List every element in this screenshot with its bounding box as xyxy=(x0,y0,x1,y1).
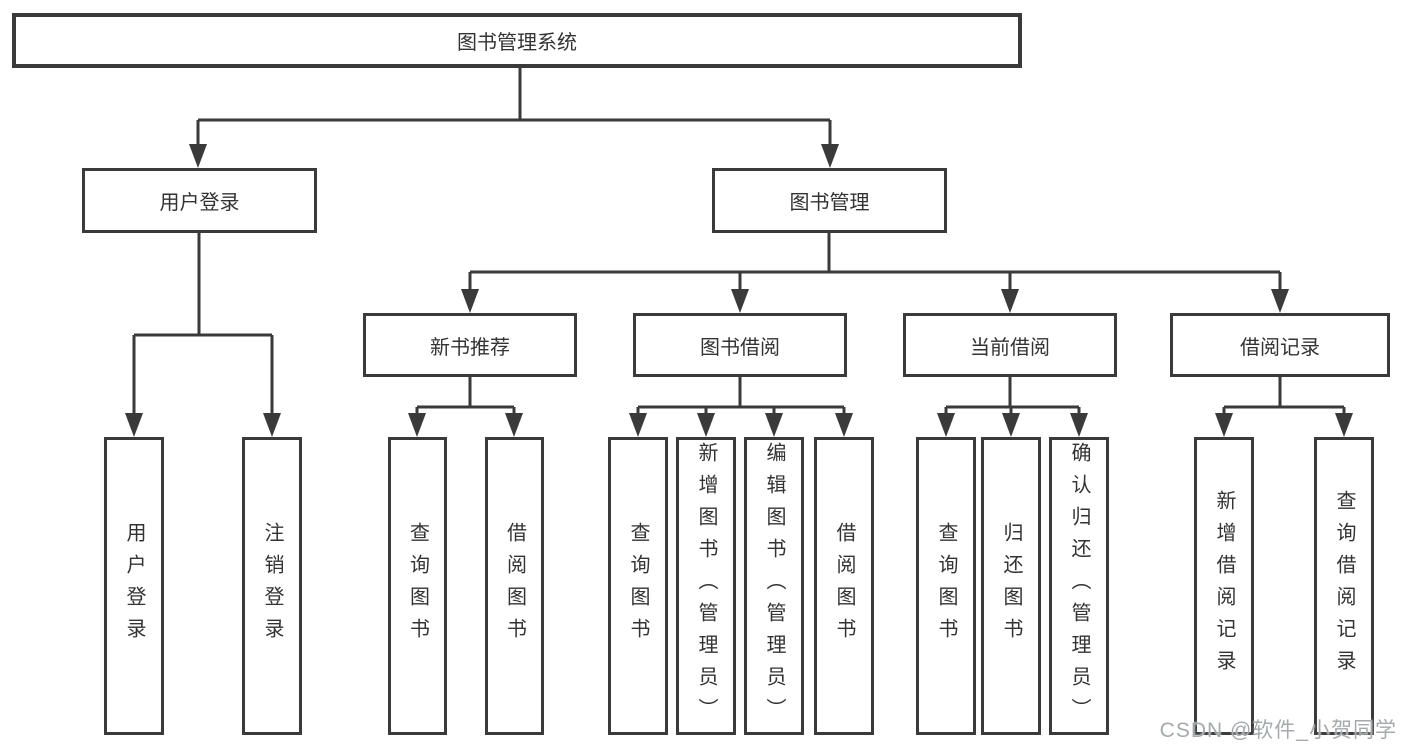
arrowhead xyxy=(1271,289,1289,313)
arrowhead xyxy=(461,289,479,313)
leaf-bb-borrow-books: 借阅图书 xyxy=(814,437,874,735)
node-new-book-recommendation-label: 新书推荐 xyxy=(430,336,510,359)
arrowhead xyxy=(1335,413,1353,437)
leaf-cb-confirm-return-admin-label: 确认归还（管理员） xyxy=(1068,442,1090,730)
arrowhead xyxy=(697,413,715,437)
leaf-bb-add-books-admin-label: 新增图书（管理员） xyxy=(695,442,717,730)
node-borrowing-records: 借阅记录 xyxy=(1170,313,1390,377)
arrowhead xyxy=(821,144,839,168)
arrowhead xyxy=(1001,289,1019,313)
leaf-bb-edit-books-admin-label: 编辑图书（管理员） xyxy=(763,442,785,730)
node-library-system-label: 图书管理系统 xyxy=(457,32,577,54)
connector-line xyxy=(1222,377,1346,416)
leaf-nb-query-books: 查询图书 xyxy=(388,437,447,735)
leaf-bb-edit-books-admin: 编辑图书（管理员） xyxy=(744,437,804,735)
node-new-book-recommendation: 新书推荐 xyxy=(363,313,577,377)
node-user-login: 用户登录 xyxy=(82,168,317,233)
leaf-cb-return-books-label: 归还图书 xyxy=(1000,522,1022,650)
leaf-logout: 注销登录 xyxy=(242,437,302,735)
leaf-br-query-record: 查询借阅记录 xyxy=(1314,437,1374,735)
leaf-logout-label: 注销登录 xyxy=(261,522,283,650)
leaf-cb-query-books: 查询图书 xyxy=(916,437,976,735)
leaf-br-add-record: 新增借阅记录 xyxy=(1194,437,1254,735)
node-book-borrowing: 图书借阅 xyxy=(633,313,847,377)
watermark: CSDN @软件_小贺同学 xyxy=(1159,719,1397,742)
leaf-br-add-record-label: 新增借阅记录 xyxy=(1213,490,1235,682)
arrowhead xyxy=(125,413,143,437)
node-book-borrowing-label: 图书借阅 xyxy=(700,336,780,359)
arrowhead xyxy=(408,413,426,437)
arrowhead xyxy=(629,413,647,437)
leaf-br-query-record-label: 查询借阅记录 xyxy=(1333,490,1355,682)
connector-line xyxy=(196,68,832,146)
arrowhead xyxy=(505,413,523,437)
arrowhead xyxy=(835,413,853,437)
arrowhead xyxy=(1070,413,1088,437)
connector-line xyxy=(944,377,1081,416)
arrowhead xyxy=(765,413,783,437)
leaf-cb-query-books-label: 查询图书 xyxy=(935,522,957,650)
arrowhead xyxy=(937,413,955,437)
leaf-nb-query-books-label: 查询图书 xyxy=(406,522,429,650)
arrowhead xyxy=(1002,413,1020,437)
node-user-login-label: 用户登录 xyxy=(159,192,240,214)
arrowhead xyxy=(263,413,281,437)
leaf-bb-borrow-books-label: 借阅图书 xyxy=(833,522,855,650)
arrowhead xyxy=(731,289,749,313)
edge-new-book-recommendation-children xyxy=(408,377,523,437)
node-book-management: 图书管理 xyxy=(712,168,947,233)
leaf-cb-return-books: 归还图书 xyxy=(981,437,1041,735)
node-book-management-label: 图书管理 xyxy=(789,192,870,214)
connector-line xyxy=(132,233,274,416)
leaf-nb-borrow-books-label: 借阅图书 xyxy=(503,522,526,650)
leaf-bb-add-books-admin: 新增图书（管理员） xyxy=(676,437,736,735)
edge-current-borrowing-children xyxy=(937,377,1088,437)
connector-line xyxy=(636,377,846,416)
arrowhead xyxy=(189,144,207,168)
node-current-borrowing-label: 当前借阅 xyxy=(970,336,1050,359)
leaf-cb-confirm-return-admin: 确认归还（管理员） xyxy=(1049,437,1109,735)
leaf-user-login: 用户登录 xyxy=(104,437,164,735)
connector-line xyxy=(415,377,516,416)
edge-root-to-branches xyxy=(189,68,839,168)
edge-book-borrowing-children xyxy=(629,377,853,437)
leaf-user-login-label: 用户登录 xyxy=(123,522,145,650)
node-current-borrowing: 当前借阅 xyxy=(903,313,1117,377)
connector-line xyxy=(468,233,1282,292)
edge-book-management-children xyxy=(461,233,1289,313)
edge-user-login-children xyxy=(125,233,281,437)
leaf-nb-borrow-books: 借阅图书 xyxy=(485,437,544,735)
arrowhead xyxy=(1215,413,1233,437)
leaf-bb-query-books: 查询图书 xyxy=(608,437,668,735)
node-borrowing-records-label: 借阅记录 xyxy=(1240,336,1320,359)
leaf-bb-query-books-label: 查询图书 xyxy=(627,522,649,650)
edge-borrowing-records-children xyxy=(1215,377,1353,437)
node-library-system: 图书管理系统 xyxy=(12,13,1022,68)
